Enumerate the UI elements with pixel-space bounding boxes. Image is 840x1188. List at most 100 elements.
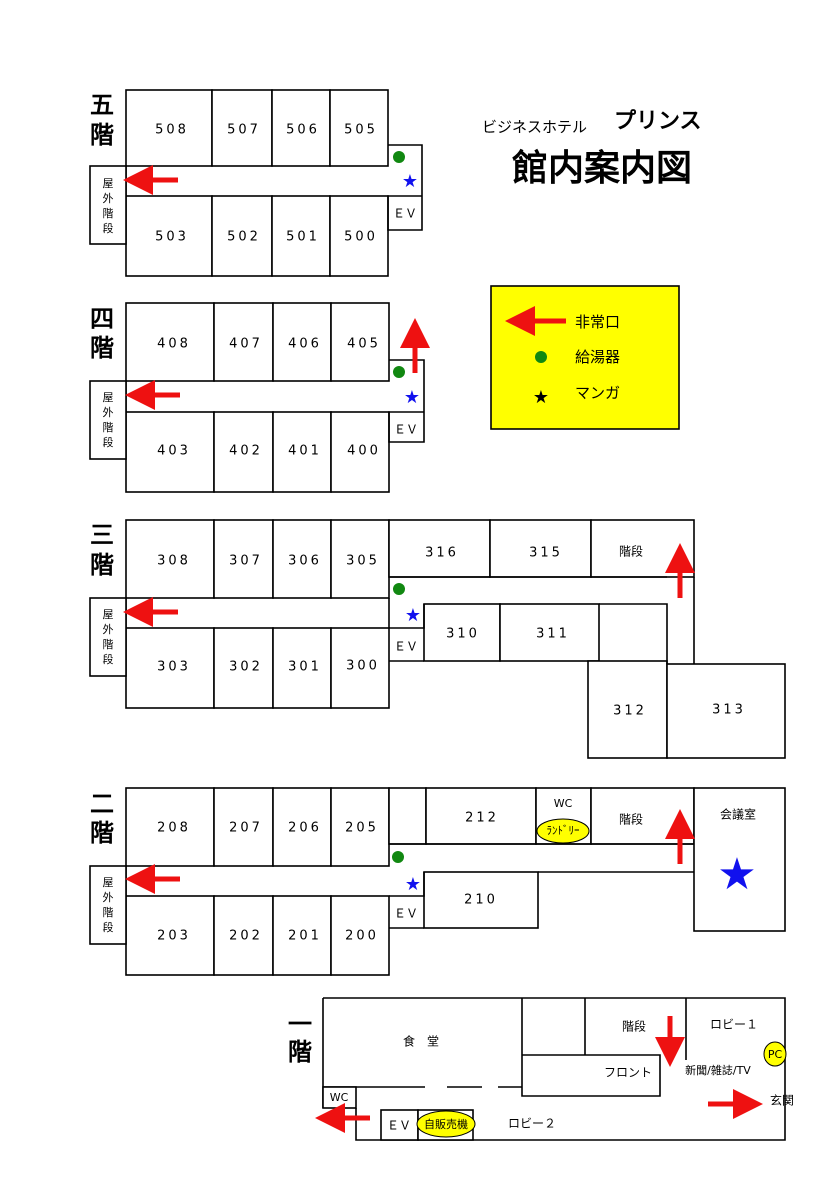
outdoor-stairs-label-2b: 外 bbox=[103, 891, 114, 904]
room-label-307: 307 bbox=[229, 554, 263, 569]
laundry-badge[interactable] bbox=[536, 818, 590, 844]
outdoor-stairs-2[interactable] bbox=[89, 865, 127, 945]
room-label-311: 311 bbox=[536, 627, 570, 642]
room-505[interactable] bbox=[329, 89, 389, 167]
floor-label-3-b: 階 bbox=[90, 551, 114, 579]
vending-label: 自販売機 bbox=[424, 1117, 468, 1131]
room-500[interactable] bbox=[329, 195, 389, 277]
room-label-301: 301 bbox=[288, 660, 322, 675]
floor-4: 四 階 408 407 406 405 403 402 401 400 屋 外 … bbox=[89, 302, 430, 493]
outdoor-stairs-label-4d: 段 bbox=[103, 435, 114, 449]
room-202[interactable] bbox=[213, 895, 274, 976]
room-label-310: 310 bbox=[446, 627, 480, 642]
water-heater-icon bbox=[393, 151, 405, 163]
room-label-210: 210 bbox=[464, 893, 498, 908]
room-label-408: 408 bbox=[157, 337, 191, 352]
room-302[interactable] bbox=[213, 627, 274, 709]
room-305[interactable] bbox=[330, 519, 390, 599]
room-315[interactable] bbox=[489, 519, 592, 578]
laundry-label: ﾗﾝﾄﾞﾘｰ bbox=[547, 824, 580, 837]
outdoor-stairs-3[interactable] bbox=[89, 597, 127, 677]
legend-label-heater: 給湯器 bbox=[575, 348, 620, 366]
room-308[interactable] bbox=[125, 519, 215, 599]
manga-star-icon: ★ bbox=[402, 171, 418, 192]
outdoor-stairs-label-5b: 外 bbox=[103, 192, 114, 205]
room-label-315: 315 bbox=[529, 546, 563, 561]
floor-label-2-b: 階 bbox=[90, 819, 114, 847]
room-207[interactable] bbox=[213, 787, 274, 867]
room-406[interactable] bbox=[272, 302, 332, 382]
dining-label: 食 堂 bbox=[403, 1034, 439, 1049]
corridor-stub-2 bbox=[388, 787, 427, 845]
wc-label-1: WC bbox=[330, 1091, 349, 1104]
room-label-501: 501 bbox=[286, 230, 320, 245]
room-405[interactable] bbox=[330, 302, 390, 382]
room-200[interactable] bbox=[330, 895, 390, 976]
elevator-label-2: ＥＶ bbox=[394, 907, 418, 921]
manga-star-icon: ★ bbox=[717, 849, 756, 900]
outdoor-stairs-label-4b: 外 bbox=[103, 406, 114, 419]
room-303[interactable] bbox=[125, 627, 215, 709]
room-507[interactable] bbox=[211, 89, 273, 167]
outdoor-stairs-label-2d: 段 bbox=[103, 920, 114, 934]
hotel-name: プリンス bbox=[614, 109, 702, 134]
room-400[interactable] bbox=[330, 411, 390, 493]
room-408[interactable] bbox=[125, 302, 215, 382]
hotel-subtitle: ビジネスホテル bbox=[482, 118, 587, 136]
room-301[interactable] bbox=[272, 627, 332, 709]
floor-1: 一 階 WC 食 堂 階段 フロント ロビー１ PC 新聞/雑誌/TV 玄関 Ｅ… bbox=[288, 997, 794, 1141]
room-300[interactable] bbox=[330, 627, 390, 709]
meeting-room-label: 会議室 bbox=[720, 807, 756, 822]
room-306[interactable] bbox=[272, 519, 332, 599]
room-label-316: 316 bbox=[425, 546, 459, 561]
floor-2: 二 階 208 207 206 205 212 WC ﾗﾝﾄﾞﾘｰ 階段 会議室… bbox=[89, 787, 786, 976]
lobby1-label: ロビー１ bbox=[710, 1018, 758, 1032]
room-210[interactable] bbox=[423, 871, 539, 929]
room-label-206: 206 bbox=[288, 821, 322, 836]
room-label-503: 503 bbox=[155, 230, 189, 245]
room-205[interactable] bbox=[330, 787, 390, 867]
wc-label-2: WC bbox=[554, 797, 573, 810]
room-407[interactable] bbox=[213, 302, 274, 382]
floor-5: 五 階 508 507 506 505 503 502 501 500 屋 外 … bbox=[89, 89, 423, 277]
legend-label-manga: マンガ bbox=[575, 384, 620, 402]
manga-star-icon: ★ bbox=[404, 387, 420, 408]
room-508[interactable] bbox=[125, 89, 213, 167]
page-title: 館内案内図 bbox=[512, 147, 692, 189]
floor-label-4-b: 階 bbox=[90, 334, 114, 362]
manga-star-icon: ★ bbox=[405, 874, 421, 895]
floor-label-3-a: 三 bbox=[90, 521, 114, 549]
room-label-302: 302 bbox=[229, 660, 263, 675]
room-label-400: 400 bbox=[347, 444, 381, 459]
room-311[interactable] bbox=[499, 603, 600, 662]
entrance-label: 玄関 bbox=[770, 1093, 794, 1108]
outdoor-stairs-label-4c: 階 bbox=[103, 420, 114, 434]
room-208[interactable] bbox=[125, 787, 215, 867]
room-310[interactable] bbox=[423, 603, 501, 662]
front-desk-label: フロント bbox=[604, 1066, 652, 1080]
floor-label-1-a: 一 bbox=[288, 1010, 312, 1038]
room-label-507: 507 bbox=[227, 123, 261, 138]
floor-label-2-a: 二 bbox=[90, 790, 114, 818]
vending-badge[interactable] bbox=[416, 1110, 476, 1138]
floor-3: 三 階 308 307 306 305 316 315 階段 303 302 3… bbox=[89, 519, 786, 759]
room-313[interactable] bbox=[666, 663, 786, 759]
outdoor-stairs-4[interactable] bbox=[89, 380, 127, 460]
room-label-502: 502 bbox=[227, 230, 261, 245]
room-label-202: 202 bbox=[229, 929, 263, 944]
outdoor-stairs-label-3a: 屋 bbox=[103, 608, 114, 621]
outdoor-stairs-5[interactable] bbox=[89, 165, 127, 245]
meeting-room[interactable] bbox=[693, 787, 786, 932]
elevator-1[interactable] bbox=[380, 1109, 419, 1141]
legend-label-exit: 非常口 bbox=[575, 313, 620, 331]
water-heater-icon bbox=[393, 366, 405, 378]
room-206[interactable] bbox=[272, 787, 332, 867]
elevator-label-5: ＥＶ bbox=[393, 207, 417, 221]
manga-star-icon: ★ bbox=[405, 605, 421, 626]
room-label-312: 312 bbox=[613, 704, 647, 719]
room-503[interactable] bbox=[125, 195, 213, 277]
floor-label-1-b: 階 bbox=[288, 1038, 312, 1066]
room-label-200: 200 bbox=[345, 929, 379, 944]
room-312[interactable] bbox=[587, 660, 668, 759]
pc-badge[interactable] bbox=[763, 1041, 787, 1067]
